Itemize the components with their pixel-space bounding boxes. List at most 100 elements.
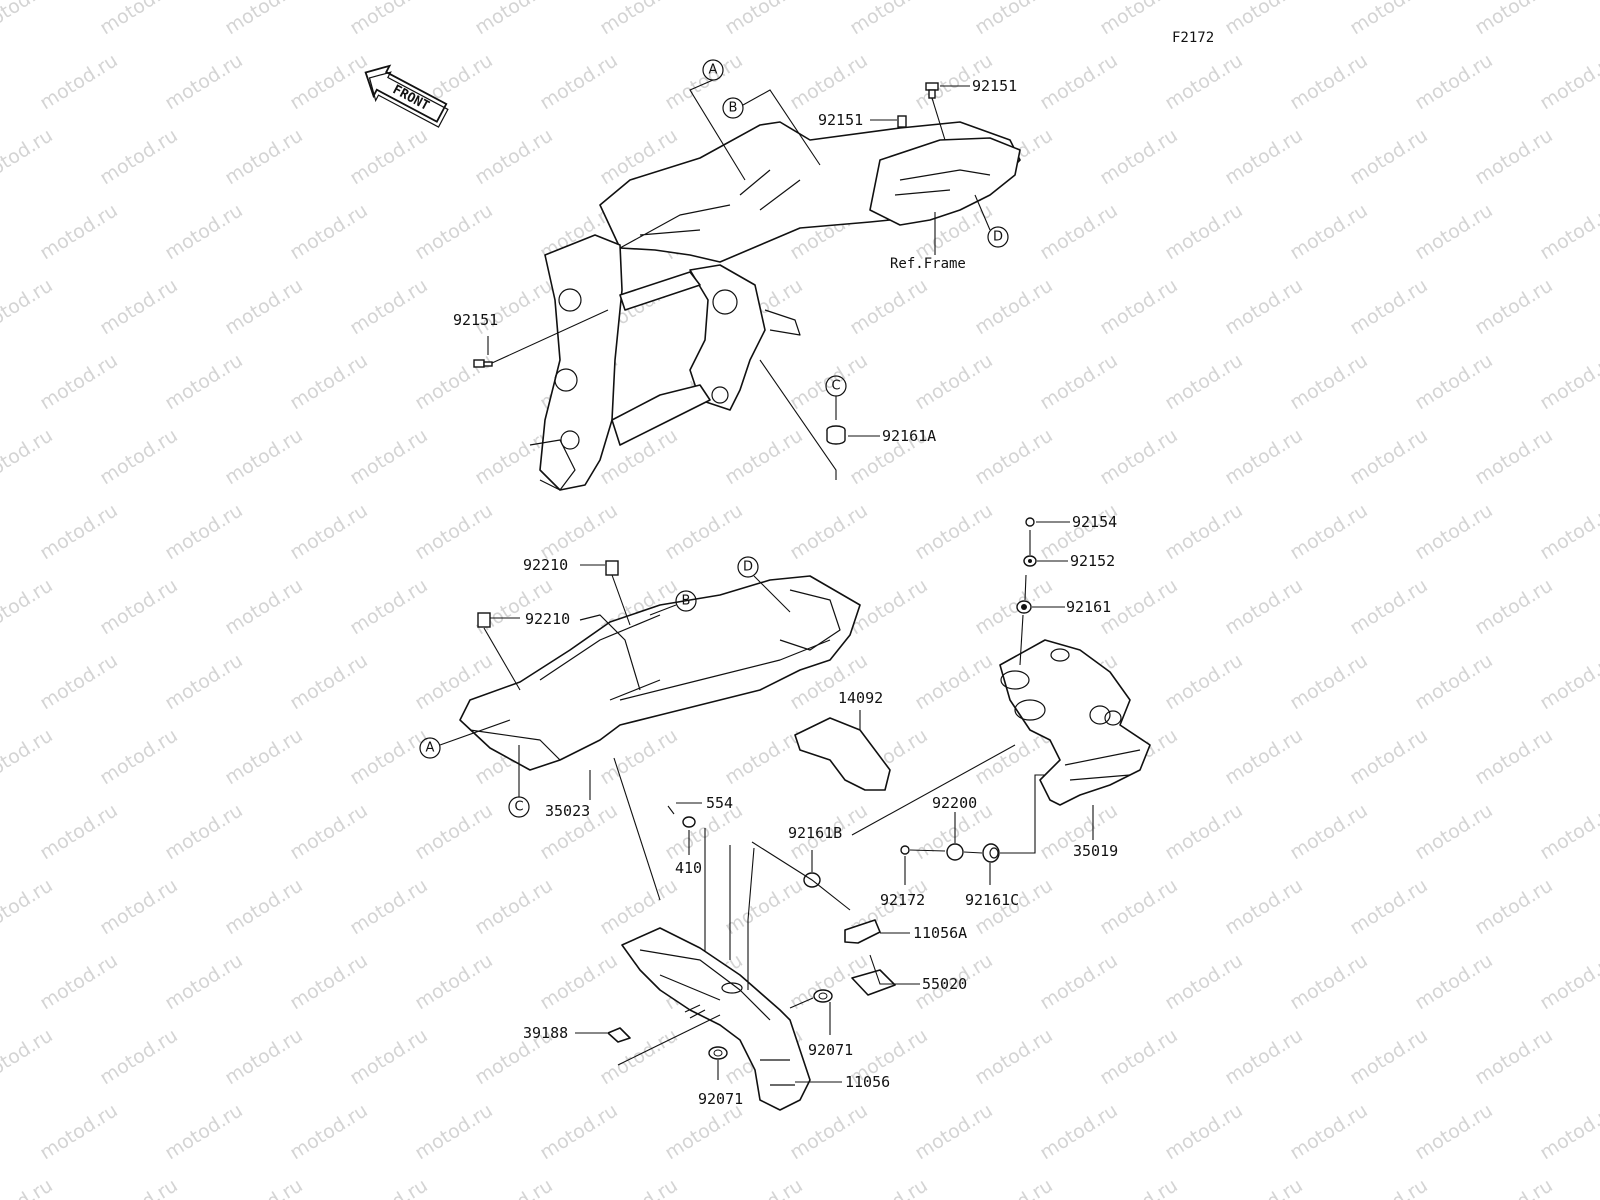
label-92152: 92152 — [1070, 552, 1115, 570]
watermark-text: motod.ru — [0, 874, 57, 939]
watermark-text: motod.ru — [1096, 274, 1182, 339]
watermark-text: motod.ru — [721, 724, 807, 789]
watermark-text: motod.ru — [1346, 424, 1432, 489]
watermark-text: motod.ru — [536, 49, 622, 114]
watermark-text: motod.ru — [221, 274, 307, 339]
watermark-text: motod.ru — [1161, 499, 1247, 564]
watermark-text: motod.ru — [1596, 274, 1600, 339]
watermark-text: motod.ru — [1286, 1099, 1372, 1164]
watermark-text: motod.ru — [846, 1174, 932, 1200]
watermark-text: motod.ru — [1411, 349, 1497, 414]
watermark-text: motod.ru — [1096, 874, 1182, 939]
watermark-text: motod.ru — [161, 649, 247, 714]
watermark-text: motod.ru — [96, 724, 182, 789]
watermark-text: motod.ru — [411, 349, 497, 414]
watermark-text: motod.ru — [721, 1174, 807, 1200]
watermark-text: motod.ru — [36, 949, 122, 1014]
watermark-text: motod.ru — [1221, 874, 1307, 939]
watermark-text: motod.ru — [971, 424, 1057, 489]
svg-text:A: A — [426, 741, 435, 756]
damper-92161b — [751, 841, 851, 911]
bolt-92154 — [1025, 517, 1070, 527]
watermark-text: motod.ru — [1221, 1174, 1307, 1200]
watermark-text: motod.ru — [721, 424, 807, 489]
watermark-text: motod.ru — [1286, 949, 1372, 1014]
watermark-text: motod.ru — [1346, 274, 1432, 339]
watermark-text: motod.ru — [721, 874, 807, 939]
watermark-text: motod.ru — [286, 949, 372, 1014]
watermark-text: motod.ru — [96, 1174, 182, 1200]
watermark-text: motod.ru — [161, 949, 247, 1014]
watermark-text: motod.ru — [1471, 1024, 1557, 1089]
watermark-text: motod.ru — [471, 574, 557, 639]
label-92151-mid: 92151 — [818, 111, 863, 129]
callout-b-upper: B — [722, 89, 821, 166]
watermark-text: motod.ru — [221, 124, 307, 189]
label-92154: 92154 — [1072, 513, 1117, 531]
watermark-text: motod.ru — [1536, 649, 1600, 714]
watermark-text: motod.ru — [1411, 199, 1497, 264]
grommet-92071-b — [708, 1046, 728, 1080]
watermark-text: motod.ru — [786, 349, 872, 414]
watermark-text: motod.ru — [1036, 1099, 1122, 1164]
label-92210-b: 92210 — [525, 610, 570, 628]
watermark-text: motod.ru — [286, 199, 372, 264]
watermark-text: motod.ru — [1096, 1024, 1182, 1089]
clip-554 — [667, 802, 702, 815]
label-554: 554 — [706, 794, 733, 812]
label-92172: 92172 — [880, 891, 925, 909]
watermark-text: motod.ru — [911, 499, 997, 564]
label-plate-39188 — [575, 1014, 721, 1066]
watermark-text: motod.ru — [911, 349, 997, 414]
watermark-text: motod.ru — [1596, 574, 1600, 639]
watermark-text: motod.ru — [1536, 499, 1600, 564]
watermark-text: motod.ru — [1161, 799, 1247, 864]
watermark-text: motod.ru — [1161, 649, 1247, 714]
watermark-text: motod.ru — [161, 799, 247, 864]
watermark-text: motod.ru — [1536, 1099, 1600, 1164]
watermark-text: motod.ru — [1036, 199, 1122, 264]
watermark-text: motod.ru — [471, 1174, 557, 1200]
label-92161: 92161 — [1066, 598, 1111, 616]
svg-text:B: B — [682, 594, 691, 609]
watermark-text: motod.ru — [536, 1099, 622, 1164]
watermark-text: motod.ru — [1161, 1099, 1247, 1164]
watermark-text: motod.ru — [1596, 1174, 1600, 1200]
watermark-text: motod.ru — [221, 0, 307, 39]
cover-14092 — [794, 710, 891, 791]
watermark-text: motod.ru — [36, 499, 122, 564]
rear-frame-35023 — [459, 575, 861, 771]
watermark-text: motod.ru — [161, 499, 247, 564]
watermark-text: motod.ru — [786, 49, 872, 114]
watermark-text: motod.ru — [536, 499, 622, 564]
watermark-text: motod.ru — [1221, 1024, 1307, 1089]
callout-d-lower: D — [737, 556, 791, 613]
watermark-text: motod.ru — [1536, 949, 1600, 1014]
damper-92161a — [759, 359, 880, 480]
watermark-text: motod.ru — [0, 724, 57, 789]
watermark-text: motod.ru — [1096, 424, 1182, 489]
watermark-text: motod.ru — [1471, 124, 1557, 189]
watermark-text: motod.ru — [411, 949, 497, 1014]
watermark-text: motod.ru — [1036, 349, 1122, 414]
watermark-text: motod.ru — [1536, 49, 1600, 114]
watermark-text: motod.ru — [1411, 799, 1497, 864]
label-92151-top: 92151 — [972, 77, 1017, 95]
watermark-text: motod.ru — [36, 799, 122, 864]
watermark-text: motod.ru — [971, 1024, 1057, 1089]
label-14092: 14092 — [838, 689, 883, 707]
label-11056: 11056 — [845, 1073, 890, 1091]
watermark-text: motod.ru — [1346, 874, 1432, 939]
watermark-text: motod.ru — [0, 574, 57, 639]
watermark-text: motod.ru — [221, 1174, 307, 1200]
watermark-text: motod.ru — [0, 274, 57, 339]
label-92161a: 92161A — [882, 427, 936, 445]
svg-text:C: C — [831, 379, 840, 394]
fender-11056 — [621, 927, 811, 1111]
watermark-text: motod.ru — [1596, 424, 1600, 489]
label-55020: 55020 — [922, 975, 967, 993]
watermark-text: motod.ru — [596, 874, 682, 939]
damper-92161 — [1016, 530, 1065, 666]
watermark-text: motod.ru — [1471, 574, 1557, 639]
